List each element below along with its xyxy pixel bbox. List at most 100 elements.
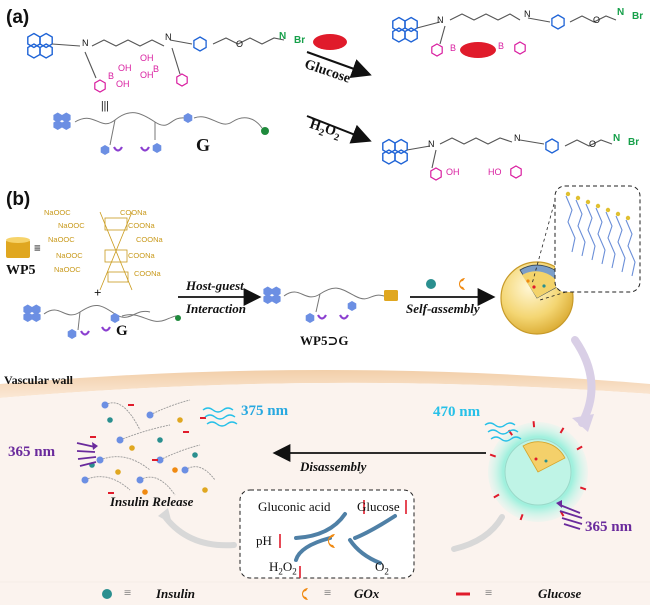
released-particle <box>115 469 121 475</box>
ammonium-n-1: N <box>279 31 287 42</box>
enzyme-cycle-box <box>239 489 415 579</box>
h2o2-oxidized-product <box>382 137 613 181</box>
glucose-dashes-right <box>489 421 587 521</box>
released-chain <box>99 456 151 471</box>
membrane-chain <box>615 215 626 273</box>
cycle-red-marks <box>279 500 407 578</box>
boronic-oh-4: OH <box>140 70 154 80</box>
released-particle <box>192 452 198 458</box>
ammonium-n-3: N <box>613 133 621 144</box>
legend-equiv-1: ≡ <box>124 585 132 600</box>
released-particle <box>157 437 163 443</box>
released-pyrene <box>181 466 189 474</box>
amine-n-3: N <box>437 15 444 25</box>
membrane-chain <box>605 211 616 269</box>
legend-insulin-label: Insulin <box>156 586 196 601</box>
released-particle <box>177 417 183 423</box>
panel-b-label: (b) <box>6 189 31 210</box>
guest-cartoon <box>53 112 269 155</box>
carboxylate-10: COONa <box>134 269 161 278</box>
boron-2: B <box>153 64 160 74</box>
insulin-icon-a <box>426 279 436 289</box>
host-label: WP5 <box>6 263 36 278</box>
released-pyrene <box>96 456 104 464</box>
ether-o-3: O <box>589 139 597 149</box>
complex-label: WP5⊃G <box>300 333 349 348</box>
boron-4: B <box>498 41 505 51</box>
released-particle <box>202 487 208 493</box>
glucose-dash <box>493 493 500 499</box>
host-guest-label-1: Host-guest <box>186 278 244 293</box>
boron-1: B <box>108 71 115 81</box>
o2-label: O2 <box>375 559 389 577</box>
phenol-oh-1: OH <box>446 167 460 177</box>
glucose-bound-product <box>392 13 617 58</box>
ether-o-1: O <box>236 39 244 49</box>
chain-headgroup <box>585 199 591 205</box>
membrane-chain <box>595 207 606 265</box>
ph-label: pH <box>256 533 272 548</box>
cyan-waves-470 <box>484 422 522 442</box>
released-particle <box>107 417 113 423</box>
carboxylate-5: NaOOC <box>48 235 75 244</box>
wavelength-365-right: 365 nm <box>585 519 633 535</box>
released-pyrene <box>136 476 144 484</box>
chain-headgroup <box>615 211 621 217</box>
released-chain <box>119 424 171 441</box>
panel-a-label: (a) <box>6 7 30 28</box>
membrane-chain <box>625 219 636 277</box>
glucose-dash <box>579 486 587 491</box>
legend-gox-icon <box>302 588 308 600</box>
equivalence-symbol: ||| <box>101 98 109 112</box>
wavelength-470: 470 nm <box>433 404 481 420</box>
wp5-cylinder-icon <box>6 237 30 258</box>
bromide-2: Br <box>632 11 644 22</box>
legend-glucose-label: Glucose <box>538 586 582 601</box>
amine-n-4: N <box>524 9 531 19</box>
vascular-wall-band <box>0 370 650 398</box>
h2o2-cycle-label: H2O2 <box>269 559 297 577</box>
glucose-dash <box>489 453 497 458</box>
glucose-arrow <box>306 51 372 78</box>
carboxylate-1: NaOOC <box>44 208 71 217</box>
released-particle <box>142 489 148 495</box>
carboxylate-2: COONa <box>120 208 147 217</box>
guest-label-a: G <box>196 135 211 155</box>
chain-headgroup <box>605 207 611 213</box>
phenol-oh-2: HO <box>488 167 502 177</box>
insulin-release-label: Insulin Release <box>110 494 194 509</box>
chain-headgroup <box>595 203 601 209</box>
released-pyrene <box>156 456 164 464</box>
released-chain <box>149 399 191 416</box>
enzyme-cycle-arrows <box>294 512 397 565</box>
gray-arrow-right <box>451 514 505 552</box>
released-pyrene <box>81 476 89 484</box>
carboxylate-6: COONa <box>136 235 163 244</box>
legend-equiv-3: ≡ <box>485 585 493 600</box>
gluconic-acid-label: Gluconic acid <box>258 499 331 514</box>
released-chain <box>159 444 201 461</box>
bromide-3: Br <box>628 137 640 148</box>
released-pyrene <box>146 411 154 419</box>
released-pyrene <box>101 401 109 409</box>
wp5-structure <box>99 211 133 291</box>
carboxylate-7: NaOOC <box>56 251 83 260</box>
released-particle <box>129 445 135 451</box>
carboxylate-8: COONa <box>128 251 155 260</box>
carboxylate-3: NaOOC <box>58 221 85 230</box>
carboxylate-9: NaOOC <box>54 265 81 274</box>
complex-cartoon <box>263 286 398 323</box>
membrane-zoom-chains <box>565 191 636 277</box>
plus-sign: + <box>94 285 102 300</box>
chain-headgroup <box>625 215 631 221</box>
glowing-vesicle <box>488 422 588 522</box>
uv-rays-365-right <box>556 500 583 530</box>
boronic-oh-3: OH <box>140 53 154 63</box>
glucose-cycle-label: Glucose <box>357 499 400 514</box>
wavelength-365-left: 365 nm <box>8 444 56 460</box>
membrane-chain <box>585 203 596 261</box>
vascular-wall-label: Vascular wall <box>4 373 74 387</box>
gox-icon-a <box>459 278 465 290</box>
